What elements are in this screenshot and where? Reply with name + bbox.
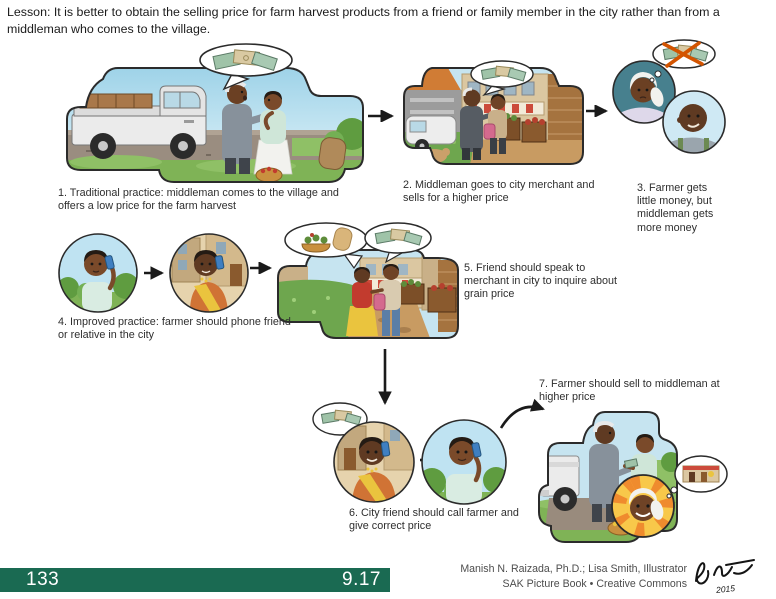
city-friend-figure (370, 264, 401, 336)
middleman-figure (589, 420, 642, 522)
footer-bar: 133 9.17 (0, 568, 390, 592)
signature-scribble-icon (695, 559, 755, 585)
shop-speech-bubble (666, 455, 728, 499)
crossed-out-money-thought-bubble (649, 39, 716, 83)
panel-5-illustration (264, 220, 472, 348)
city-merchant-figure (483, 94, 507, 154)
panel-6-illustration (310, 400, 510, 512)
panel-1-illustration (56, 42, 368, 188)
merchant-figure (346, 267, 378, 336)
panel-4-illustration (56, 230, 252, 316)
caption-step-4: 4. Improved practice: farmer should phon… (58, 316, 291, 342)
signature-year: 2015 (715, 583, 736, 595)
caption-step-3: 3. Farmer gets little money, but middlem… (637, 182, 714, 234)
panel-2-illustration (396, 52, 594, 178)
arrow-right-icon (584, 104, 616, 122)
happy-farmer-sunburst-portrait (611, 474, 675, 538)
caption-step-2: 2. Middleman goes to city merchant and s… (403, 179, 595, 205)
middleman-figure (460, 87, 497, 160)
credit-book: SAK Picture Book • Creative Commons (502, 578, 687, 591)
caption-step-6: 6. City friend should call farmer and gi… (349, 507, 519, 533)
money-speech-bubble (470, 60, 534, 97)
arrow-right-icon (366, 109, 402, 127)
figure-number: 9.17 (342, 569, 381, 590)
truck-rear-illustration (539, 455, 580, 511)
arrow-down-icon (377, 347, 393, 422)
money-speech-bubble (364, 222, 432, 264)
credits: Manish N. Raizada, Ph.D.; Lisa Smith, Il… (460, 562, 687, 592)
pickup-truck-illustration (71, 85, 207, 159)
panel-7-illustration (525, 402, 730, 557)
arrow-right-icon (248, 261, 280, 279)
farmer-figure (253, 91, 293, 175)
money-speech-bubble (199, 43, 293, 91)
city-friend-phoning-portrait (171, 234, 248, 312)
credit-authors: Manish N. Raizada, Ph.D.; Lisa Smith, Il… (460, 563, 687, 575)
lesson-text: Lesson: It is better to obtain the selli… (7, 5, 720, 36)
arrow-curved-icon (496, 398, 552, 437)
page-number: 133 (26, 569, 60, 590)
illustrator-signature: 2015 (688, 553, 774, 599)
caption-step-7: 7. Farmer should sell to middleman at hi… (539, 378, 720, 404)
red-x-icon (662, 41, 704, 68)
caption-step-5: 5. Friend should speak to merchant in ci… (464, 262, 618, 301)
panel-3-illustration (612, 38, 772, 183)
caption-step-1: 1. Traditional practice: middleman comes… (58, 187, 339, 213)
